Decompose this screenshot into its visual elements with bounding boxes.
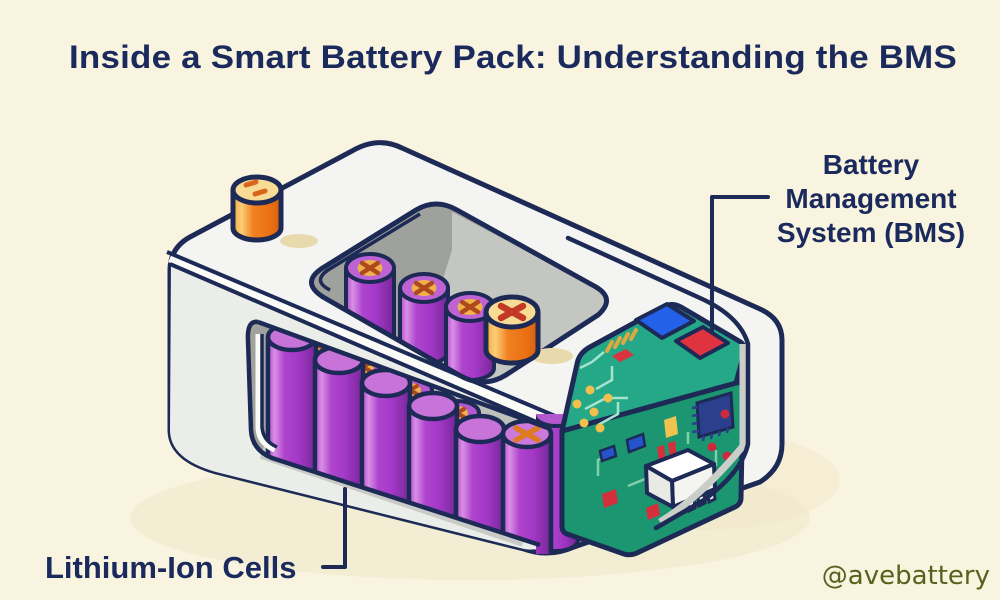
cells-leader-line	[321, 487, 347, 569]
bms-label-line-2: Management	[785, 183, 956, 214]
bms-leader-line	[710, 195, 770, 333]
front-cutout-rim	[245, 319, 549, 548]
bms-label: Battery Management System (BMS)	[777, 149, 965, 248]
lithium-cell-x-top	[500, 418, 554, 554]
red-component	[602, 489, 618, 508]
battery-terminal	[230, 174, 318, 248]
solder-dots	[572, 385, 613, 433]
blue-chip-icon	[634, 302, 696, 340]
bms-board	[559, 302, 747, 558]
red-component	[646, 503, 660, 520]
blue-component	[598, 444, 618, 463]
bms-label-line-3: System (BMS)	[777, 217, 965, 248]
mcu-chip-icon	[695, 391, 735, 439]
casing-rim	[565, 235, 751, 531]
blue-component	[625, 432, 647, 454]
connector	[644, 448, 717, 518]
bms-top-components	[572, 302, 730, 433]
bms-label-line-1: Battery	[823, 149, 920, 180]
cells-label: Lithium-Ion Cells	[45, 550, 296, 585]
yellow-component	[664, 416, 678, 438]
page-title: Inside a Smart Battery Pack: Understandi…	[69, 39, 957, 75]
terminal-x	[483, 294, 573, 366]
small-red-component	[612, 349, 634, 362]
watermark: @avebattery	[822, 561, 990, 591]
gold-pins-icon	[605, 328, 638, 353]
cell-top	[444, 291, 496, 382]
red-chip-icon	[674, 325, 730, 360]
